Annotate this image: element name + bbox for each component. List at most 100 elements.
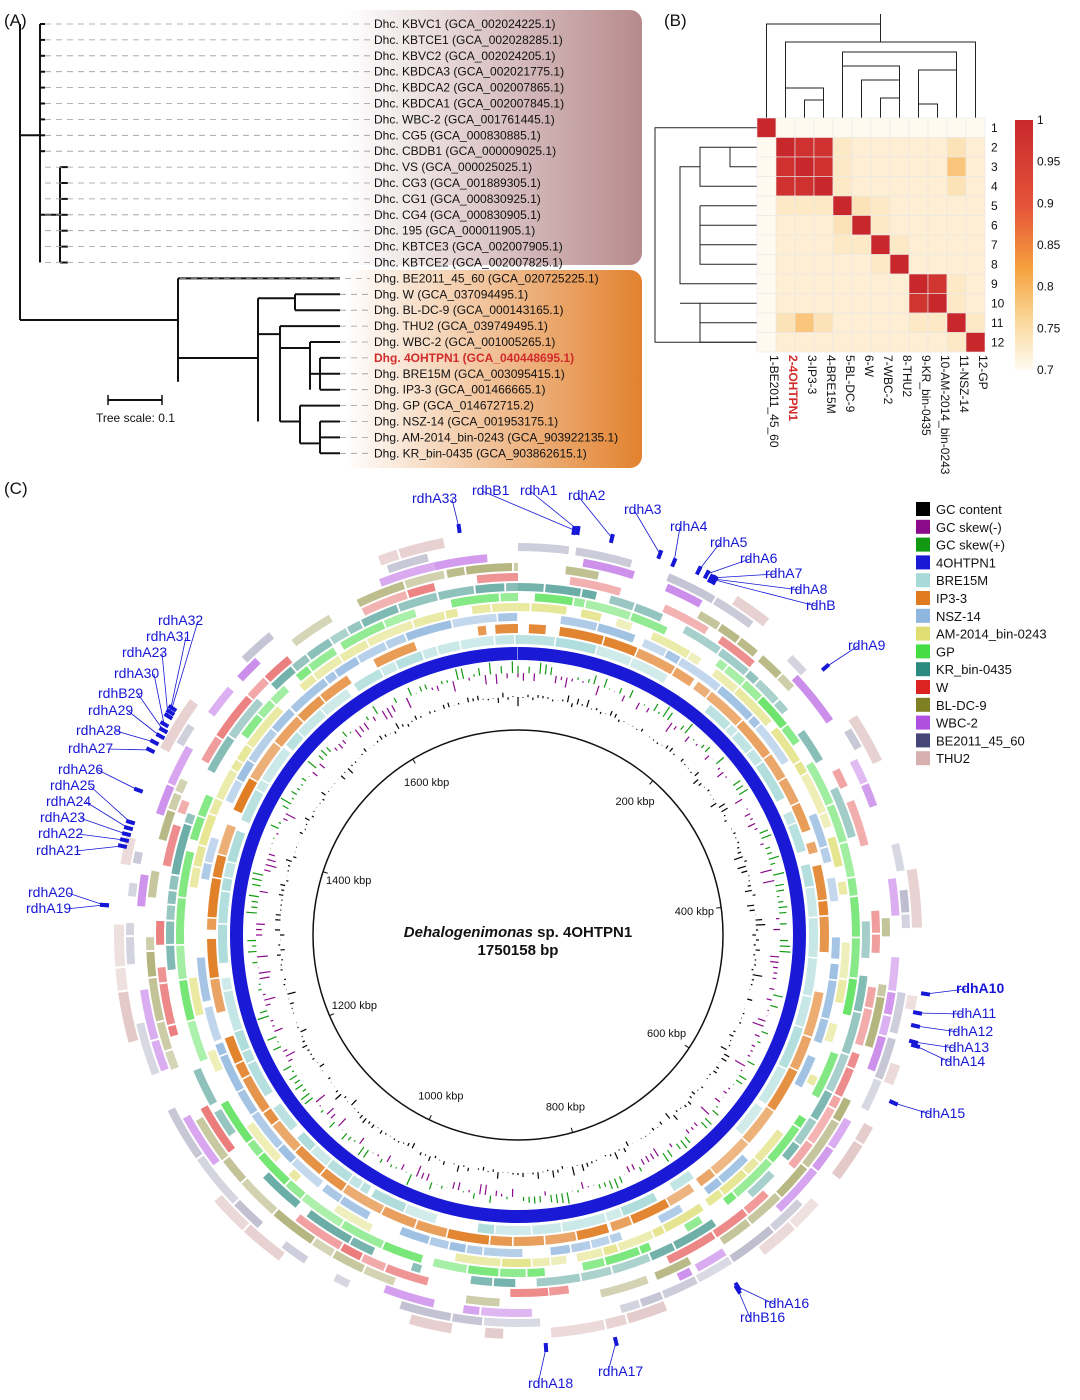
heatmap-column-label: 9-KR_bin-0435 [919,355,933,436]
ring-segment [148,977,164,1022]
ring-segment [797,729,823,764]
ring-segment [333,1204,374,1232]
heatmap-cell [927,273,948,294]
ring-segment [800,773,827,815]
ring-segment [545,584,582,597]
ring-segment [373,641,418,668]
ring-segment [264,656,293,683]
ring-segment [673,1219,717,1250]
ring-segment [334,656,360,677]
heatmap-cells [756,117,986,353]
ring-segment [597,623,636,643]
rdh-leader-line [79,817,127,835]
ring-segment [849,938,860,978]
legend-swatch [916,715,930,730]
ring-segment [158,809,176,841]
ring-segment [901,914,910,929]
legend-swatch [916,573,930,588]
ring-segment [241,714,263,739]
kbp-tick-label: 800 kbp [546,1102,585,1114]
ring-segment [837,881,848,895]
ring-segment [295,1214,343,1250]
legend-label: BE2011_45_60 [936,733,1025,748]
tree-tip-label: Dhc. KBVC2 (GCA_002024205.1) [374,49,555,63]
ring-segment [891,843,905,872]
rdh-gene-label: rdhA7 [765,565,803,581]
heatmap-cell [775,176,796,197]
ring-segment [220,1054,244,1092]
rdh-gene-label: rdhA28 [76,722,121,738]
ring-segment [466,1244,483,1255]
heatmap-cell [870,293,891,314]
heatmap-cell [851,137,872,158]
heatmap-cell [851,195,872,216]
rdh-gene-mark [702,569,711,580]
ring-segment [715,659,728,672]
ring-segment [617,1230,654,1251]
ring-segment [812,1146,834,1171]
tree-tip-label: Dhg. WBC-2 (GCA_001005265.1) [374,335,555,349]
ring-segment [451,613,497,628]
ring-segment [808,918,819,958]
rdh-gene-label: rdhA11 [952,1005,996,1021]
heatmap-row-label: 1 [991,121,998,135]
ring-segment [447,1229,490,1245]
ring-segment [197,794,214,818]
ring-segment [242,1049,255,1064]
heatmap-row-label: 2 [991,141,998,155]
ring-segment [465,1295,500,1307]
ring-segment [825,1053,849,1093]
genome-title: Dehalogenimonas sp. 4OHTPN1 [404,924,632,941]
ring-segment [241,632,275,663]
ring-segment [223,1156,247,1183]
ring-segment [167,1024,179,1037]
legend-swatch [916,555,930,570]
ring-segment [207,735,235,774]
rdh-gene-label: rdhA1 [520,482,558,498]
ring-segment [778,1025,804,1069]
rdh-leader-line [107,748,151,751]
tree-scale-label: Tree scale: 0.1 [96,411,175,425]
ring-segment [736,720,771,759]
rdh-gene-label: rdhA15 [920,1105,965,1121]
tree-tip-label: Dhg. THU2 (GCA_039749495.1) [374,319,548,333]
ring-segment [356,581,406,608]
ring-segment [550,1319,606,1338]
rdh-leader-line [917,1012,963,1015]
rdh-gene-label: rdhA20 [28,884,73,900]
heatmap-cell [927,332,948,353]
ring-segment [666,1231,716,1264]
ring-segment [887,957,900,992]
ring-segment [353,669,384,692]
heatmap-cell [946,137,967,158]
heatmap-cell [851,293,872,314]
ring-segment [437,640,461,655]
ring-segment [409,1314,453,1334]
ring-segment [883,1062,901,1086]
tree-tip-label: Dhg. W (GCA_037094495.1) [374,287,528,301]
legend-swatch [916,502,930,516]
heatmap-scale-tick: 0.8 [1037,280,1054,294]
ring-segment [228,698,264,739]
heatmap-cell [889,332,910,353]
ring-segment [510,1287,549,1298]
tree-tip-label: Dhc. CBDB1 (GCA_000009025.1) [374,144,556,158]
ring-segment [729,1226,774,1263]
ring-segment [306,1210,353,1244]
ring-segment [757,655,782,679]
heatmap-cell [775,156,796,177]
ring-segment [590,1235,611,1249]
ring-segment [742,1157,760,1175]
ring-segment [791,674,834,724]
ring-segment [234,1029,250,1052]
heatmap-cell [794,293,815,314]
rdh-leader-line [153,673,165,725]
ring-segment [218,891,231,924]
ring-segment [332,1250,366,1273]
ring-segment [794,1055,816,1088]
ring-segment [505,583,518,592]
ring-segment [497,613,518,622]
heatmap-cell [794,176,815,197]
ring-segment [736,637,758,657]
